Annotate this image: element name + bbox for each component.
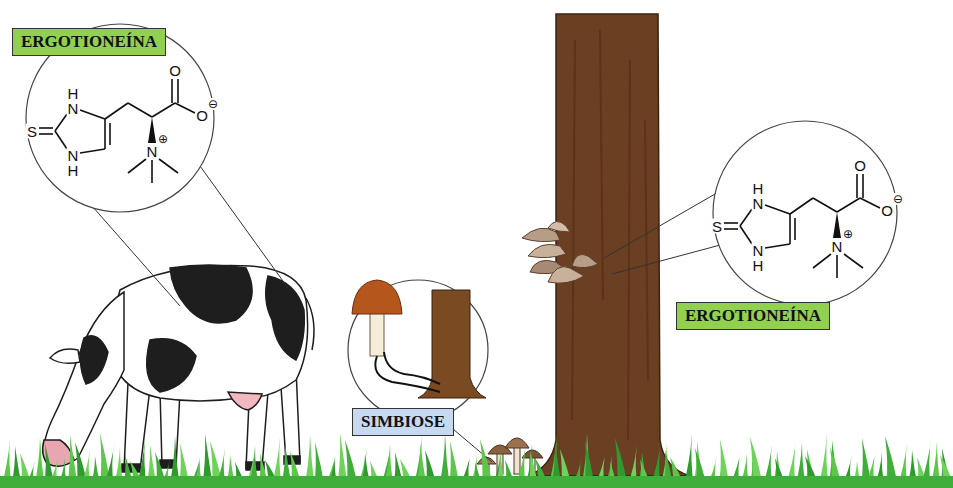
wedge-bond (148, 117, 156, 143)
charge-sign: ⊕ (843, 228, 853, 240)
bond (128, 103, 152, 117)
bond (80, 110, 105, 119)
bond (177, 79, 179, 103)
leader-lines (92, 166, 724, 462)
bond (740, 226, 752, 244)
grass (0, 433, 953, 488)
wedge-bond (833, 212, 841, 238)
bond (104, 119, 106, 149)
ground (0, 476, 953, 488)
atom-symbol: N (67, 101, 80, 116)
bond (109, 123, 111, 145)
bond (860, 198, 880, 208)
label-box: ERGOTIONEÍNA (12, 28, 166, 56)
atom-symbol: N (752, 243, 765, 258)
bond (80, 149, 105, 153)
callout-circle (348, 280, 488, 420)
bond (765, 244, 790, 248)
bond (152, 103, 175, 117)
atom-symbol: H (67, 86, 80, 101)
atom-symbol: H (752, 181, 765, 196)
bond (837, 198, 860, 212)
atom-symbol: H (752, 258, 765, 273)
label-box: ERGOTIONEÍNA (676, 302, 830, 330)
atom-symbol: H (67, 163, 80, 178)
bond (856, 174, 858, 198)
label-text: SIMBIOSE (361, 412, 445, 431)
bond (813, 198, 837, 212)
charge-sign: ⊖ (893, 193, 903, 205)
charge-sign: ⊖ (208, 98, 218, 110)
cow (43, 265, 314, 472)
atom-symbol: O (168, 63, 182, 78)
bond (789, 214, 791, 244)
symbiosis-inset (352, 280, 486, 398)
atom-symbol: O (195, 108, 209, 123)
bond (39, 127, 53, 129)
atom-symbol: N (146, 144, 159, 159)
bond (128, 159, 146, 173)
atom-symbol: O (853, 158, 867, 173)
molecule-bonds (39, 79, 880, 278)
bond (740, 209, 752, 226)
atom-symbol: N (67, 148, 80, 163)
bond (55, 131, 67, 149)
bond (159, 159, 178, 173)
atom-symbol: S (711, 219, 723, 234)
bond (105, 103, 128, 119)
label-text: ERGOTIONEÍNA (685, 306, 821, 325)
atom-symbol: N (831, 239, 844, 254)
callout-circle (713, 121, 897, 305)
bond (765, 205, 790, 214)
bond (171, 79, 173, 103)
bond (175, 103, 195, 113)
atom-symbol: N (752, 196, 765, 211)
label-text: ERGOTIONEÍNA (21, 32, 157, 51)
atom-symbol: S (26, 124, 38, 139)
bond (794, 218, 796, 240)
bond (836, 255, 838, 278)
bond (844, 254, 863, 268)
bond (724, 222, 738, 224)
bond (151, 160, 153, 183)
bond (862, 174, 864, 198)
bond (39, 133, 53, 135)
bark-lines (572, 30, 648, 440)
bond (724, 228, 738, 230)
label-box: SIMBIOSE (352, 408, 454, 436)
atom-symbol: O (880, 203, 894, 218)
bond (813, 254, 831, 268)
bracket-fungi (522, 221, 598, 283)
bond (790, 198, 813, 214)
bond (55, 114, 67, 131)
charge-sign: ⊕ (158, 133, 168, 145)
tree-trunk (528, 14, 690, 476)
